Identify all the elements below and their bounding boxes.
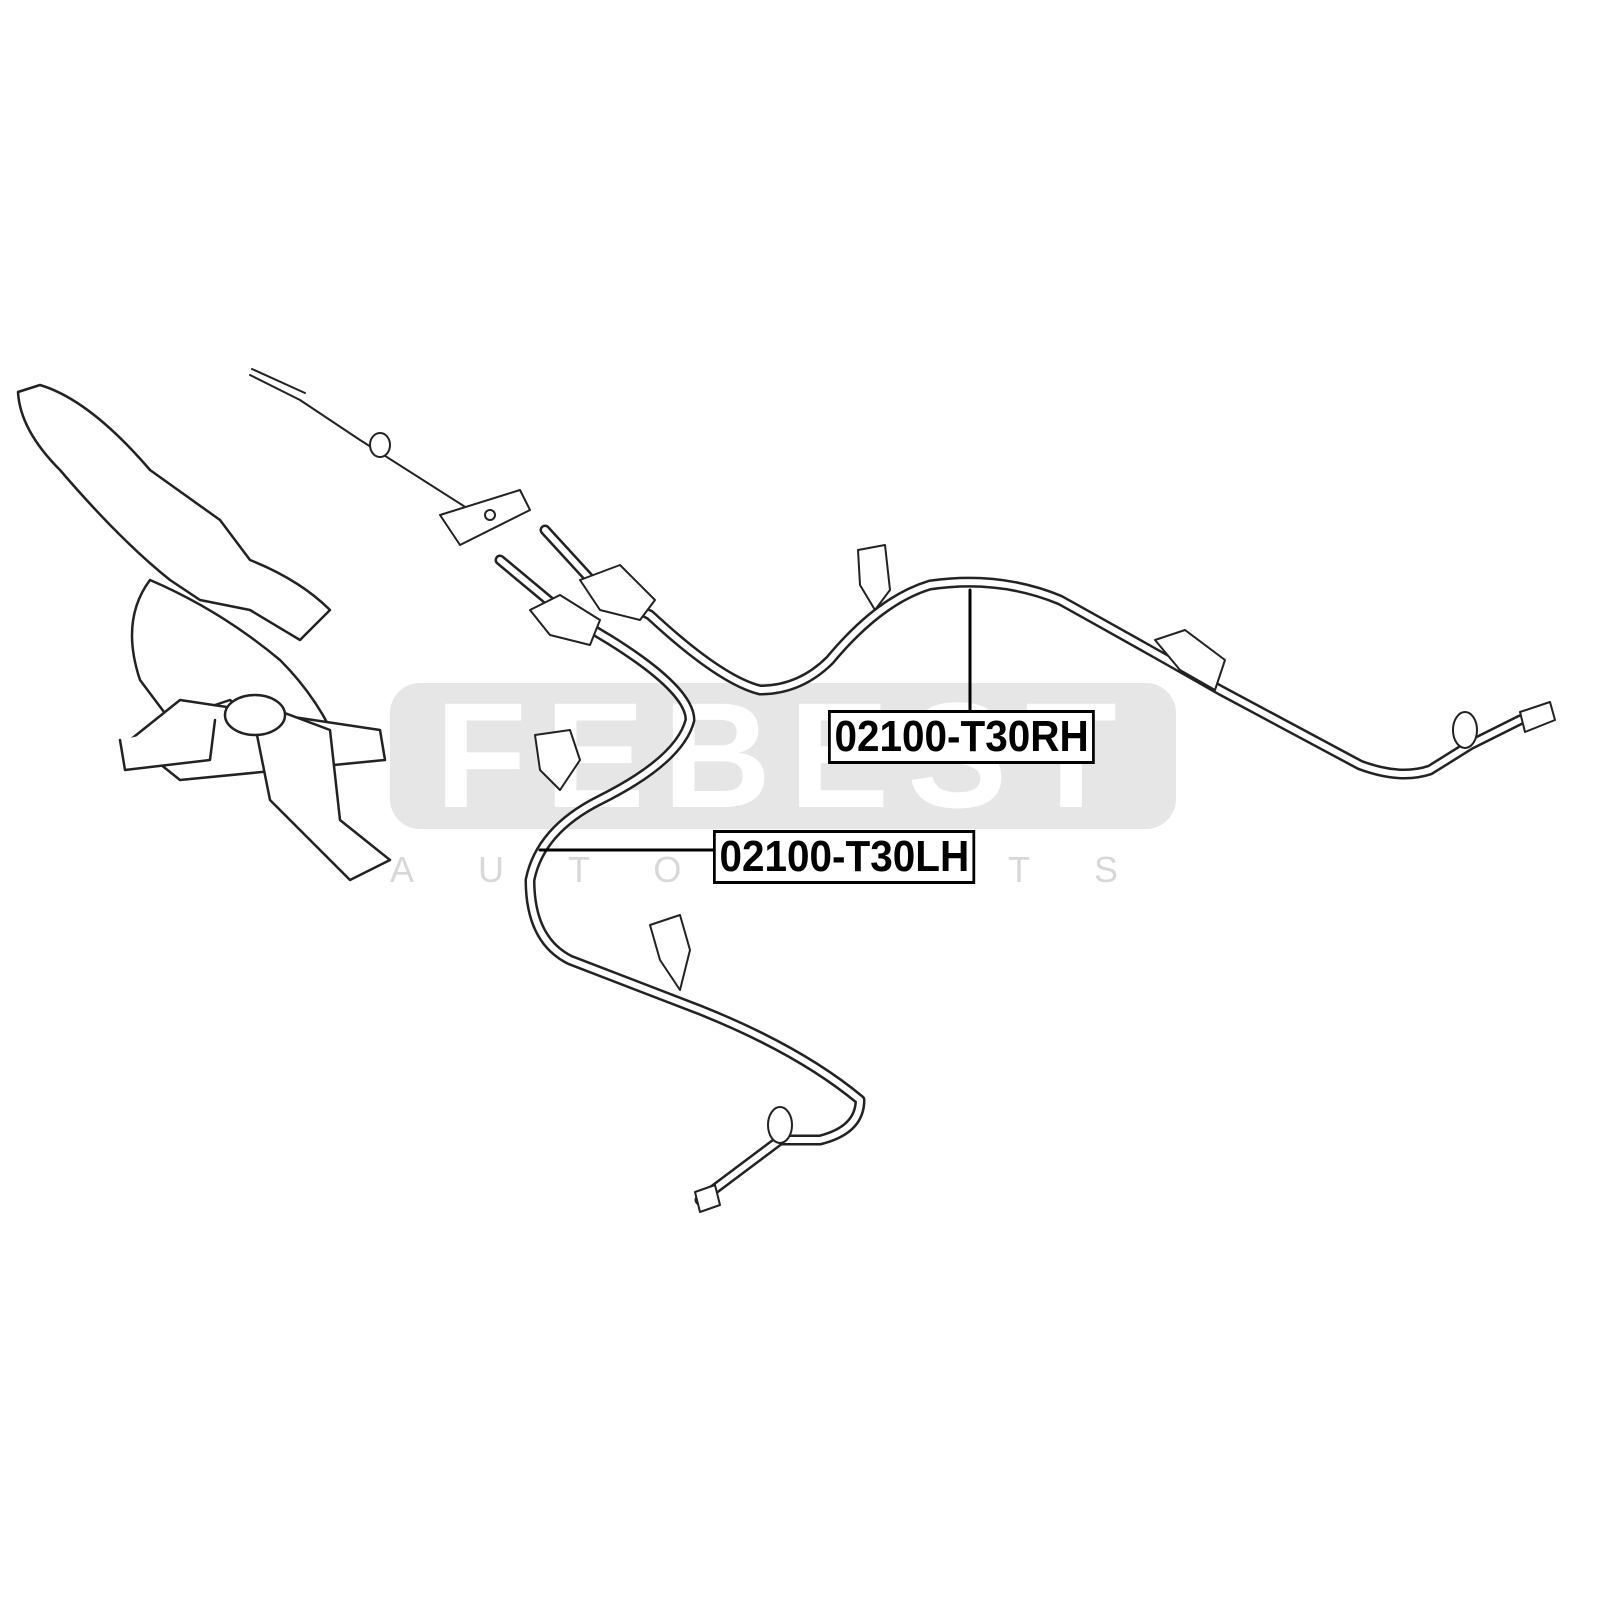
lh-cable-core	[497, 557, 863, 1203]
callout-part-rh: 02100-T30RH	[828, 710, 1096, 764]
rh-cable-core	[542, 527, 1523, 777]
front-cable	[249, 368, 531, 546]
parking-brake-lever	[16, 383, 392, 882]
callout-part-lh: 02100-T30LH	[713, 830, 976, 884]
cable-brackets	[529, 544, 1556, 1213]
